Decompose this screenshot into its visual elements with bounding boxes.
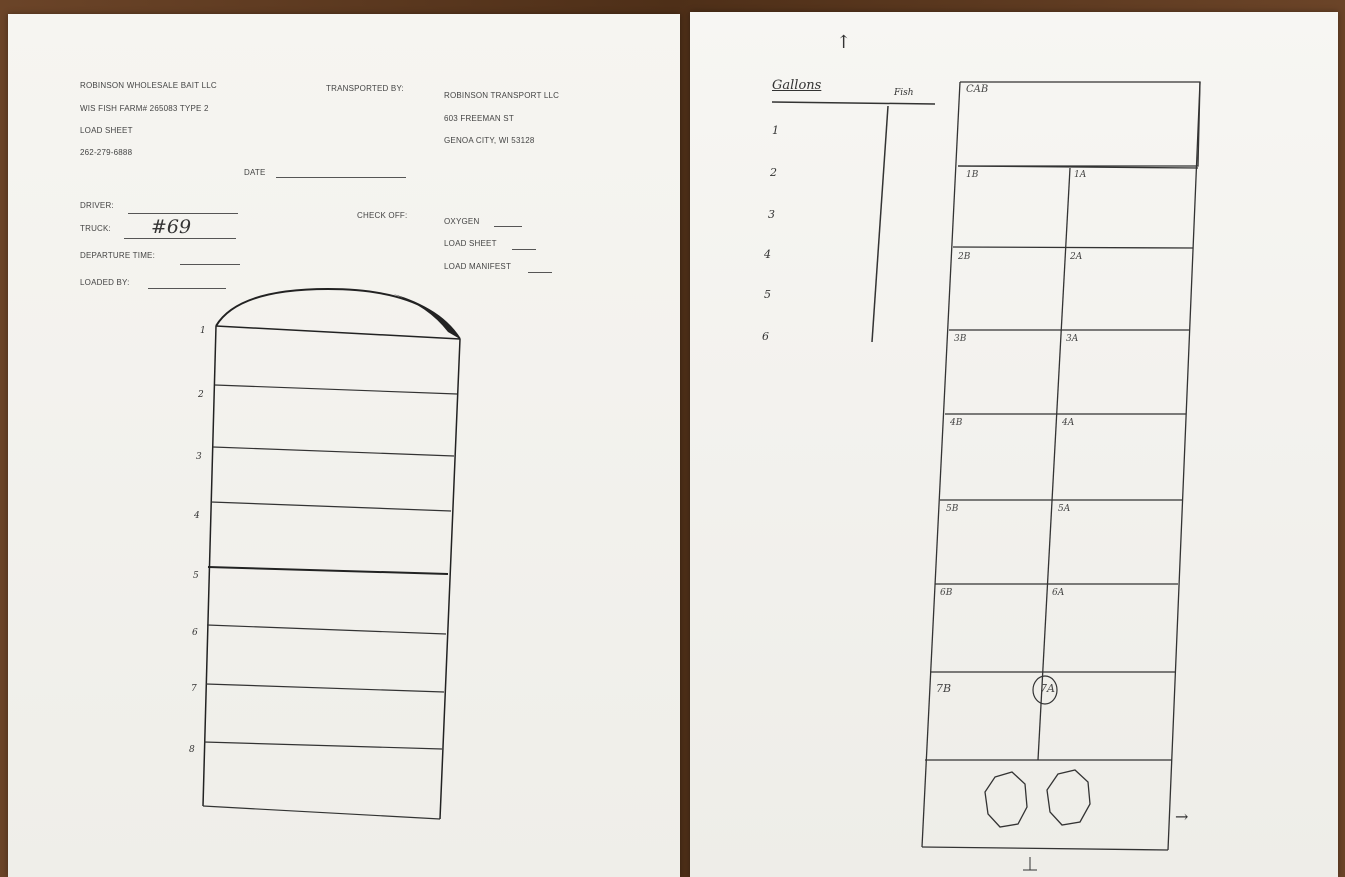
row-mark-4: 4 [194, 511, 200, 521]
truck-layout-grid [690, 12, 1338, 877]
load-sheet-form: ROBINSON WHOLESALE BAIT LLC WIS FISH FAR… [8, 14, 680, 877]
cell-2a: 2A [1070, 252, 1082, 262]
row-mark-7: 7 [191, 684, 197, 694]
cell-1b: 1B [966, 170, 978, 180]
cell-3b: 3B [954, 334, 966, 344]
cell-5b: 5B [946, 504, 958, 514]
cell-4b: 4B [950, 418, 962, 428]
row-mark-1: 1 [200, 326, 206, 336]
cell-2b: 2B [958, 252, 970, 262]
right-arrow: → [1175, 807, 1188, 826]
cell-3a: 3A [1066, 334, 1078, 344]
cell-7b: 7B [936, 682, 951, 695]
cell-6a: 6A [1052, 588, 1064, 598]
cell-5a: 5A [1058, 504, 1070, 514]
row-mark-5: 5 [193, 571, 199, 581]
cell-7a: 7A [1040, 682, 1055, 695]
load-diagram-sheet: ↑ Gallons Fish 1 2 3 4 5 6 → CAB 1B 1A 2… [690, 12, 1338, 877]
cab-label: CAB [966, 84, 988, 95]
cell-6b: 6B [940, 588, 952, 598]
row-mark-6: 6 [192, 628, 198, 638]
truck-trailer-drawing [8, 14, 680, 877]
cell-1a: 1A [1074, 170, 1086, 180]
row-mark-3: 3 [196, 452, 202, 462]
row-mark-2: 2 [198, 390, 204, 400]
cell-4a: 4A [1062, 418, 1074, 428]
row-mark-8: 8 [189, 745, 195, 755]
